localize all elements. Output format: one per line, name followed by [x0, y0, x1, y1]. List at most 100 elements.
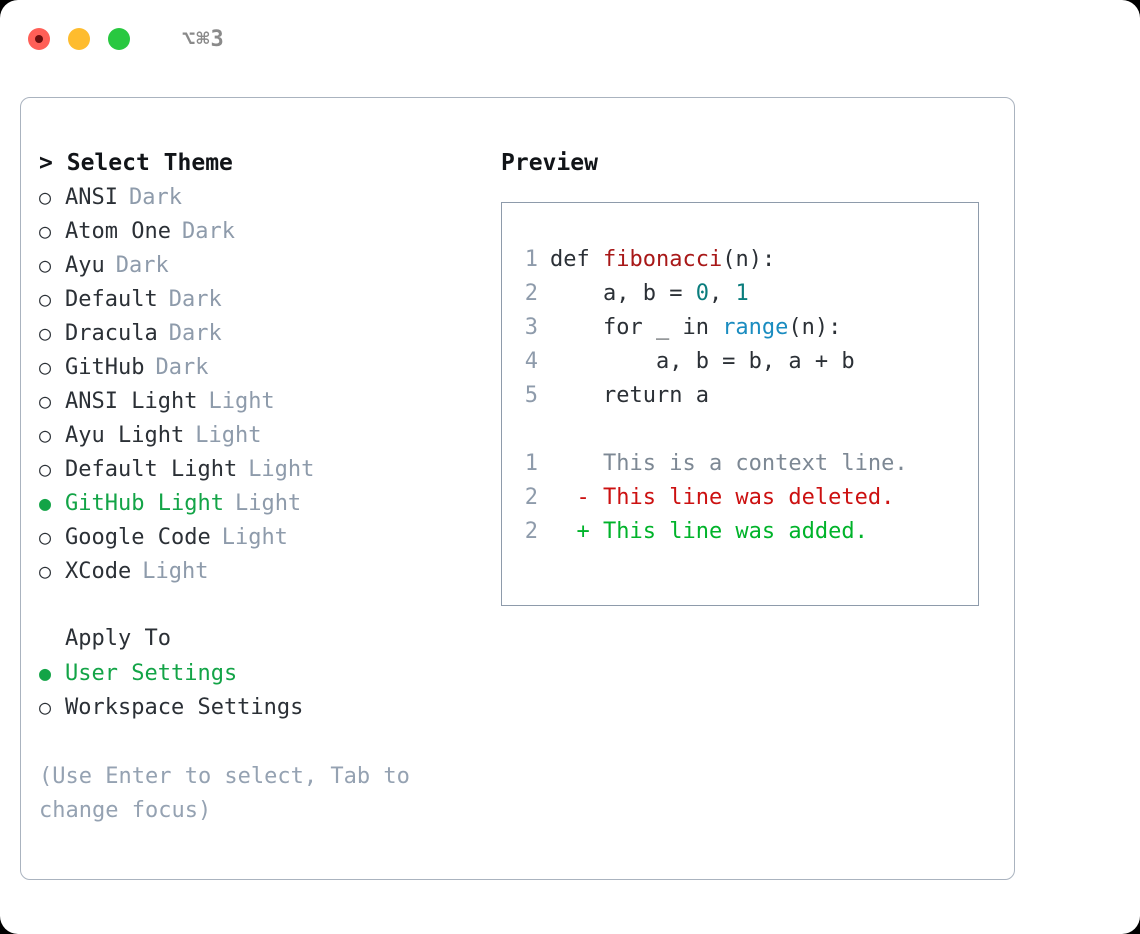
apply-to-option-workspace-settings[interactable]: ○ Workspace Settings: [39, 690, 501, 724]
code-token-num: 0: [695, 281, 709, 306]
select-theme-heading: > Select Theme: [39, 146, 501, 180]
radio-selected-icon: ●: [39, 661, 52, 685]
radio-unselected-icon: ○: [39, 253, 52, 277]
theme-option-github-light[interactable]: ● GitHub Light Light: [39, 486, 501, 520]
diff-line-deleted: 2 - This line was deleted.: [520, 481, 978, 515]
theme-option-default[interactable]: ○ Default Dark: [39, 282, 501, 316]
theme-variant-badge: Dark: [168, 287, 222, 312]
keyboard-hint-text: (Use Enter to select, Tab to change focu…: [39, 764, 424, 823]
code-token-plain: for _ in: [550, 315, 723, 340]
radio-selected-icon: ●: [39, 491, 52, 515]
preview-heading: Preview: [501, 150, 598, 176]
theme-option-label: XCode: [65, 559, 132, 584]
window-controls: [28, 28, 130, 50]
line-number: 2: [524, 519, 538, 544]
apply-to-option-user-settings[interactable]: ● User Settings: [39, 656, 501, 690]
line-number: 2: [524, 281, 538, 306]
minimize-button[interactable]: [68, 28, 90, 50]
code-diff-separator: [520, 413, 978, 447]
theme-variant-badge: Dark: [155, 355, 209, 380]
line-number: 1: [524, 451, 538, 476]
diff-line-context: 1 This is a context line.: [520, 447, 978, 481]
theme-option-label: GitHub: [65, 355, 145, 380]
close-button[interactable]: [28, 28, 50, 50]
code-line-text: for _ in range(n):: [550, 311, 841, 345]
radio-unselected-icon: ○: [39, 287, 52, 311]
line-number: 4: [524, 349, 538, 374]
keyboard-shortcut-label: ⌥⌘3: [182, 26, 225, 52]
line-number: 2: [524, 485, 538, 510]
code-line: 2 a, b = 0, 1: [520, 277, 978, 311]
theme-option-github[interactable]: ○ GitHub Dark: [39, 350, 501, 384]
theme-option-ansi[interactable]: ○ ANSI Dark: [39, 180, 501, 214]
theme-option-label: ANSI: [65, 185, 118, 210]
theme-variant-badge: Light: [234, 491, 302, 516]
title-bar: ⌥⌘3: [0, 0, 1140, 78]
theme-variant-badge: Dark: [128, 185, 182, 210]
code-token-plain: (n):: [788, 315, 842, 340]
code-line-text: a, b = 0, 1: [550, 277, 749, 311]
apply-to-option-label: User Settings: [65, 661, 238, 686]
theme-option-ayu[interactable]: ○ Ayu Dark: [39, 248, 501, 282]
code-line: 3 for _ in range(n):: [520, 311, 978, 345]
theme-option-label: GitHub Light: [65, 491, 224, 516]
code-token-plain: def: [550, 247, 603, 272]
line-number: 1: [524, 247, 538, 272]
code-line: 5 return a: [520, 379, 978, 413]
apply-to-option-label: Workspace Settings: [65, 695, 304, 720]
code-token-var: a, b =: [550, 281, 696, 306]
theme-option-label: Default: [65, 287, 158, 312]
theme-option-label: ANSI Light: [65, 389, 198, 414]
theme-option-label: Default Light: [65, 457, 238, 482]
radio-unselected-icon: ○: [39, 355, 52, 379]
code-line-text: return a: [550, 379, 709, 413]
radio-unselected-icon: ○: [39, 185, 52, 209]
theme-variant-badge: Light: [248, 457, 315, 482]
radio-unselected-icon: ○: [39, 695, 52, 719]
line-number: 5: [524, 383, 538, 408]
diff-sample: 1 This is a context line.2 - This line w…: [520, 447, 978, 549]
list-spacer: [39, 588, 501, 622]
theme-variant-badge: Dark: [168, 321, 222, 346]
diff-line-text: This is a context line.: [550, 451, 908, 476]
code-line: 4 a, b = b, a + b: [520, 345, 978, 379]
code-token-call: range: [722, 315, 789, 340]
theme-option-ayu-light[interactable]: ○ Ayu Light Light: [39, 418, 501, 452]
radio-unselected-icon: ○: [39, 423, 52, 447]
diff-line-added: 2 + This line was added.: [520, 515, 978, 549]
diff-line-text: - This line was deleted.: [550, 485, 895, 510]
code-line-text: def fibonacci(n):: [550, 243, 775, 277]
apply-to-list: ● User Settings ○ Workspace Settings: [39, 656, 501, 724]
theme-variant-badge: Light: [208, 389, 275, 414]
radio-unselected-icon: ○: [39, 219, 52, 243]
theme-option-label: Ayu: [65, 253, 105, 278]
code-token-fn: fibonacci: [602, 247, 723, 272]
line-number: 3: [524, 315, 538, 340]
maximize-button[interactable]: [108, 28, 130, 50]
code-line-text: a, b = b, a + b: [550, 345, 855, 379]
theme-option-label: Google Code: [65, 525, 211, 550]
code-token-plain: (n):: [722, 247, 776, 272]
theme-variant-badge: Light: [195, 423, 262, 448]
code-token-var: ,: [708, 281, 736, 306]
code-token-var: a, b = b, a + b: [550, 349, 855, 374]
theme-option-label: Atom One: [65, 219, 171, 244]
heading-caret-icon: >: [39, 150, 53, 176]
theme-variant-badge: Light: [221, 525, 288, 550]
select-theme-heading-label: Select Theme: [66, 150, 233, 176]
theme-option-label: Ayu Light: [65, 423, 185, 448]
code-token-var: a: [695, 383, 709, 408]
theme-variant-badge: Dark: [115, 253, 169, 278]
